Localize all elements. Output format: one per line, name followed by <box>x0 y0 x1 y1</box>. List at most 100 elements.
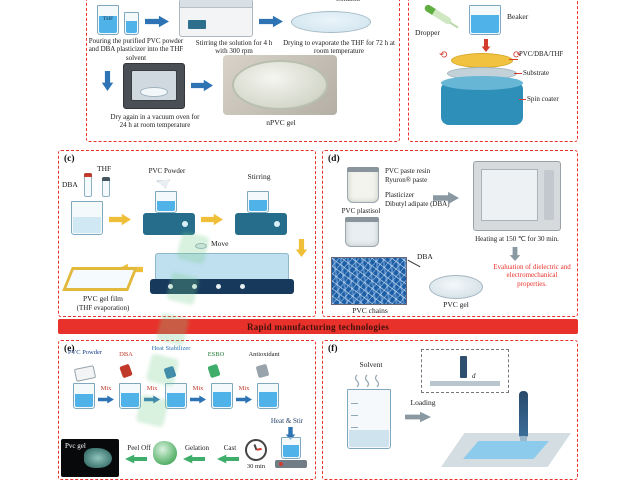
panel-c-tape-casting: (c) DBA THF PVC Powder Stirring Move PVC… <box>58 150 316 317</box>
section-banner: Rapid manufacturing technologies <box>58 319 578 334</box>
leader-line <box>509 59 518 60</box>
solution-label: Solution <box>323 0 373 3</box>
panel-b-spin-coating: Dropper Beaker ⟲ ⟳ PVC/DBA/THF Substrate… <box>408 0 578 142</box>
pvc-powder-label: PVC Powder <box>148 167 186 175</box>
step1-caption: Pouring the purified PVC powder and DBA … <box>88 37 184 62</box>
solvent-beaker-icon <box>347 389 391 449</box>
step2-caption: Stirring the solution for 4 h with 300 r… <box>195 39 273 56</box>
step3-caption: Drying to evaporate the THF for 72 h at … <box>283 39 395 56</box>
leader-line <box>519 99 526 100</box>
film-note-label: (THF evaporation) <box>76 304 130 312</box>
pvc-chains-label: PVC chains <box>352 306 388 315</box>
arrow-left-icon <box>183 454 205 464</box>
spin-coater-icon <box>441 76 523 125</box>
mix-label: Mix <box>192 385 204 392</box>
pvc-gel-photo: Pvc gel <box>61 439 119 477</box>
arrow-right-icon <box>98 395 114 404</box>
pvc-gel-photo-label: Pvc gel <box>65 442 86 450</box>
substrate-label: Substrate <box>523 69 550 77</box>
mix-beaker-icon <box>211 383 233 409</box>
dba-bottle-icon <box>119 363 133 379</box>
move-label: Move <box>211 239 229 248</box>
panel-e-rapid-mixing: (e) PVC Powder DBA Heat Stabilizer ESBO … <box>58 340 316 480</box>
heating-oven-icon <box>473 161 561 231</box>
resin-jar-icon <box>347 167 379 203</box>
heat-stabilizer-icon <box>163 365 177 380</box>
arrow-right-icon <box>201 213 223 226</box>
ingredient-label-dba: DBA <box>119 351 133 358</box>
arrow-right-icon <box>405 411 431 423</box>
arrow-right-icon <box>191 79 213 92</box>
dropper-icon <box>423 3 453 26</box>
dba-vial-icon <box>84 173 92 197</box>
magnetic-stirrer-icon <box>235 213 287 235</box>
arrow-right-icon <box>145 15 169 28</box>
oven-window <box>131 70 177 101</box>
inset-substrate <box>430 381 500 386</box>
heat-stir-label: Heat & Stir <box>270 417 304 425</box>
blade-gap-inset: d <box>421 349 509 393</box>
plastisol-label: PVC plastisol <box>341 207 381 215</box>
arrow-down-icon <box>509 247 521 261</box>
gel-sample <box>84 448 113 468</box>
plasticizer-label-2: Dibutyl adipate (DBA) <box>385 200 450 208</box>
graduation-mark <box>351 415 358 416</box>
dropper-label: Dropper <box>415 28 440 37</box>
loading-label: Loading <box>410 398 436 407</box>
solution-layer-icon <box>451 53 513 68</box>
vacuum-oven-icon <box>123 63 185 109</box>
beaker-icon <box>124 12 139 35</box>
graduation-mark <box>351 403 358 404</box>
ingredient-label-esbo: ESBO <box>207 351 225 358</box>
inset-blade-icon <box>460 356 467 378</box>
pvc-gel-film-icon <box>62 267 138 291</box>
panel-e-tag: (e) <box>64 344 75 354</box>
solvent-label: Solvent <box>359 360 383 369</box>
film-label: PVC gel film <box>82 294 123 303</box>
panel-d-plastisol: (d) PVC paste resin Ryuron® paste Plasti… <box>322 150 578 317</box>
resin-label-1: PVC paste resin <box>385 167 431 175</box>
ingredient-label-heat-stabilizer: Heat Stabilizer <box>151 345 191 352</box>
drying-dish-icon <box>291 11 371 33</box>
step4-caption: Dry again in a vacuum oven for 24 h at r… <box>110 113 200 130</box>
npvc-gel-label: nPVC gel <box>266 118 296 127</box>
pvc-gel-label: PVC gel <box>443 300 469 309</box>
gelation-label: Gelation <box>184 444 210 452</box>
time-label: 30 min <box>246 463 266 470</box>
ingredient-label-pvc-powder: PVC Powder <box>67 349 103 356</box>
blade-applicator-icon <box>519 391 528 441</box>
arrow-down-icon <box>295 239 308 257</box>
plasticizer-label-1: Plasticizer <box>385 191 415 199</box>
leader-line <box>514 73 522 74</box>
banner-text: Rapid manufacturing technologies <box>246 321 390 332</box>
mix-label: Mix <box>146 385 158 392</box>
arrow-right-icon <box>109 213 131 226</box>
rotation-arrow-icon: ⟳ <box>513 50 522 61</box>
panel-a-solution-casting: THF Solution Pouring the purified PVC po… <box>86 0 400 142</box>
gap-label: d <box>472 372 476 380</box>
thf-vial-icon <box>102 177 110 197</box>
thf-beaker-icon: THF <box>97 5 119 35</box>
dba-label: DBA <box>417 252 433 261</box>
esbo-bottle-icon <box>207 363 221 379</box>
mix-label: Mix <box>238 385 250 392</box>
arrow-left-icon <box>217 454 239 464</box>
clock-icon <box>245 439 267 461</box>
evaluation-note: Evaluation of dielectric and electromech… <box>493 263 571 288</box>
mix-beaker-icon <box>119 383 141 409</box>
panel-c-tag: (c) <box>64 154 75 164</box>
stir-beaker-icon <box>247 191 269 213</box>
pvc-chains-micrograph <box>331 257 407 305</box>
powder-wedge-icon <box>156 177 172 190</box>
rotation-arrow-icon: ⟲ <box>439 50 448 61</box>
gel-dish-icon <box>232 59 328 111</box>
graduation-mark <box>351 427 358 428</box>
panel-d-tag: (d) <box>328 154 340 164</box>
antioxidant-pack-icon <box>255 363 270 379</box>
resin-label-2: Ryuron® paste <box>385 176 428 184</box>
stirring-machine-icon <box>179 0 253 37</box>
arrow-down-icon <box>481 39 491 52</box>
spin-coater-label: Spin coater <box>527 95 559 103</box>
heating-caption: Heating at 150 ℃ for 30 min. <box>475 235 559 243</box>
thf-label: THF <box>102 15 114 22</box>
